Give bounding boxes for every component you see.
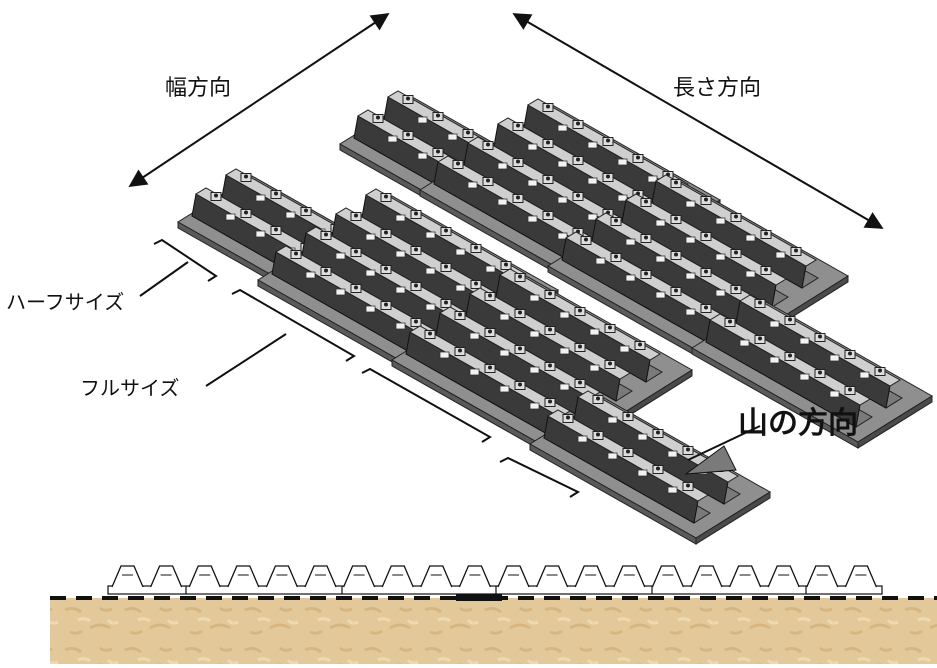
- soil-layer: [50, 598, 937, 664]
- length-direction-label: 長さ方向: [673, 76, 762, 101]
- panel-cross-section: [107, 565, 883, 595]
- width-direction-label: 幅方向: [165, 76, 232, 101]
- width-direction-arrow: [128, 13, 390, 187]
- length-direction-arrow: [512, 13, 884, 229]
- panel-right-half: [691, 294, 933, 449]
- slope-direction-arrow: [684, 425, 761, 475]
- panel-half-front: [529, 390, 771, 545]
- half-size-label: ハーフサイズ: [6, 290, 125, 314]
- full-size-brackets: [205, 288, 581, 498]
- drainage-panels: [177, 90, 933, 545]
- joint-mark: [456, 594, 502, 601]
- half-size-bracket: [139, 238, 218, 297]
- panel-row2-right: [419, 98, 721, 291]
- slope-direction-label: 山の方向: [738, 406, 858, 441]
- full-size-label: フルサイズ: [80, 376, 180, 400]
- panel-full-center: [391, 268, 693, 461]
